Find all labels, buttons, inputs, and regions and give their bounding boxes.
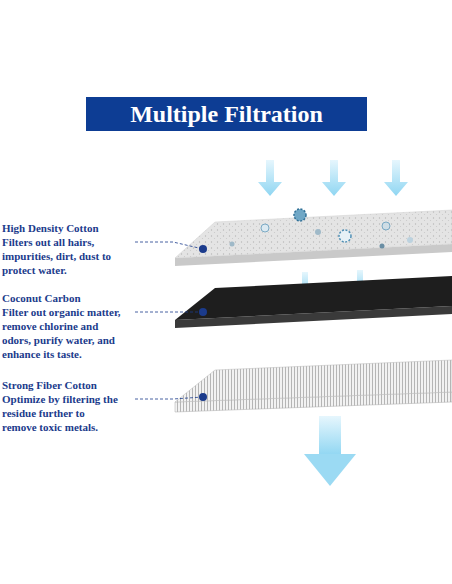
leader-line: [135, 397, 203, 399]
leader-line: [135, 242, 203, 249]
layer-heading: Strong Fiber Cotton: [2, 378, 130, 392]
impurity-particles: [230, 209, 414, 249]
leader-dot: [199, 308, 207, 316]
leader-dot: [199, 245, 207, 253]
strong-fiber-cotton-layer: [175, 360, 452, 412]
layer-description: Optimize by filtering the residue furthe…: [2, 392, 120, 434]
outflow-arrow: [304, 416, 356, 486]
coconut-carbon-layer: [175, 276, 452, 328]
layer-description: Filter out organic matter, remove chlori…: [2, 305, 130, 361]
leader-dot: [199, 393, 207, 401]
layer-heading: High Density Cotton: [2, 221, 130, 235]
title-banner: Multiple Filtration: [86, 97, 367, 131]
leader-lines: [135, 242, 207, 401]
leader-line: [135, 312, 203, 313]
layer-description: Filters out all hairs, impurities, dirt,…: [2, 235, 120, 277]
inflow-arrows: [258, 160, 408, 196]
high-density-cotton-layer: [175, 210, 452, 266]
layer-heading: Coconut Carbon: [2, 291, 130, 305]
